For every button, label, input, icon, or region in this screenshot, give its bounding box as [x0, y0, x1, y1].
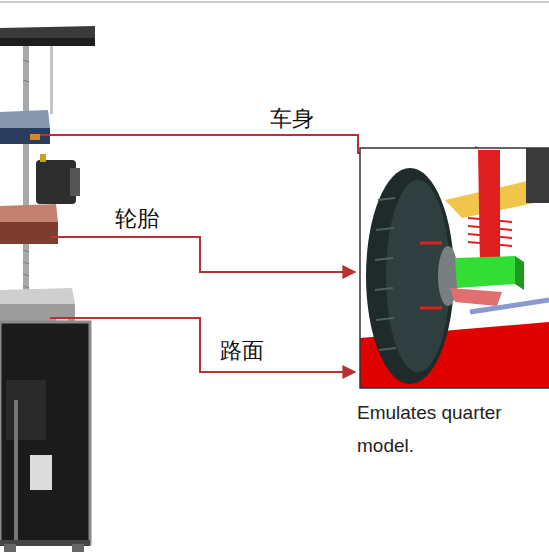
part-label: 路面 — [218, 338, 266, 364]
part-label: 车身 — [268, 106, 316, 132]
illustration-frame — [360, 148, 549, 388]
top-rule — [0, 2, 549, 3]
figure-caption: Emulates quarter model. — [357, 396, 542, 462]
test-rig — [0, 26, 95, 552]
part-label: 轮胎 — [113, 206, 161, 232]
quarter-car-illustration — [360, 148, 549, 388]
